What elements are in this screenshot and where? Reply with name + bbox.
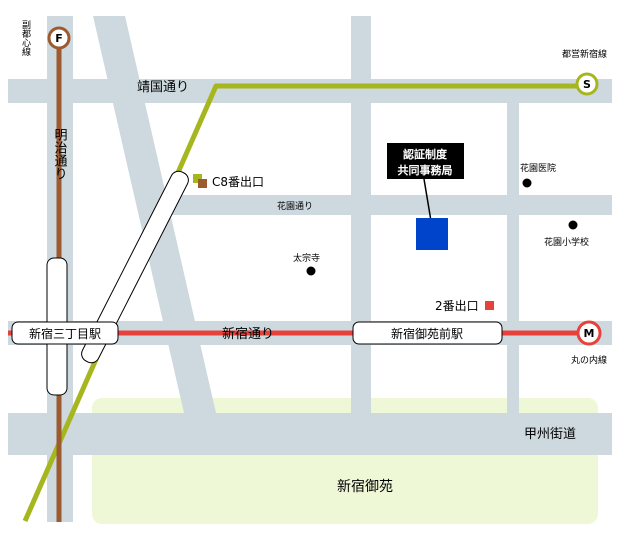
fukutoshin-line-label: 副都心線 — [20, 20, 31, 56]
road-vertical-351 — [351, 16, 371, 413]
exit-2-marker — [485, 301, 494, 310]
road-koshu — [8, 413, 612, 455]
meiji-road-label: 明治通り — [52, 128, 68, 180]
sanchome-station[interactable] — [11, 321, 119, 345]
marunouchi-line-label: 丸の内線 — [571, 354, 607, 366]
exit-c8-label: C8番出口 — [212, 175, 264, 189]
jr-line — [22, 83, 598, 523]
office-callout-line2: 共同事務局 — [398, 163, 453, 177]
toei-shinjuku-badge-letter: S — [583, 78, 591, 91]
school-marker — [568, 220, 578, 230]
school-label: 花園小学校 — [544, 236, 589, 248]
fukutoshin-badge: F — [47, 26, 71, 50]
road-vertical-507 — [507, 103, 519, 413]
gyoenmae-station-label: 新宿御苑前駅 — [391, 326, 463, 341]
office-marker[interactable] — [416, 218, 448, 250]
hanazono-road-label: 花園通り — [277, 200, 313, 212]
office-callout-line1: 認証制度 — [403, 147, 448, 161]
exit-c8-marker-b — [198, 179, 207, 188]
taisoji-label: 太宗寺 — [293, 252, 320, 264]
fukutoshin-badge-letter: F — [55, 32, 63, 45]
park-label: 新宿御苑 — [337, 478, 393, 495]
exit-2-label: 2番出口 — [435, 299, 479, 313]
hospital-marker — [522, 178, 532, 188]
exit-c8-marker-a — [193, 174, 202, 183]
hospital-label: 花園医院 — [520, 162, 556, 174]
road-hanazono — [170, 195, 612, 215]
sanchome-station-label: 新宿三丁目駅 — [29, 326, 101, 341]
toei-shinjuku-line-label: 都営新宿線 — [562, 48, 607, 60]
taisoji-marker — [306, 266, 316, 276]
koshu-road-label: 甲州街道 — [524, 427, 576, 442]
toei-shinjuku-badge: S — [575, 72, 599, 96]
yasukuni-road-label: 靖国通り — [137, 80, 189, 95]
marunouchi-badge-letter: M — [584, 327, 595, 340]
marunouchi-badge: M — [576, 320, 602, 346]
gyoenmae-station[interactable] — [352, 321, 503, 345]
office-callout-box — [387, 143, 464, 179]
shinjuku-road-label: 新宿通り — [222, 326, 274, 342]
station-connector-diagonal — [81, 170, 189, 364]
road-yasukuni — [8, 79, 612, 103]
